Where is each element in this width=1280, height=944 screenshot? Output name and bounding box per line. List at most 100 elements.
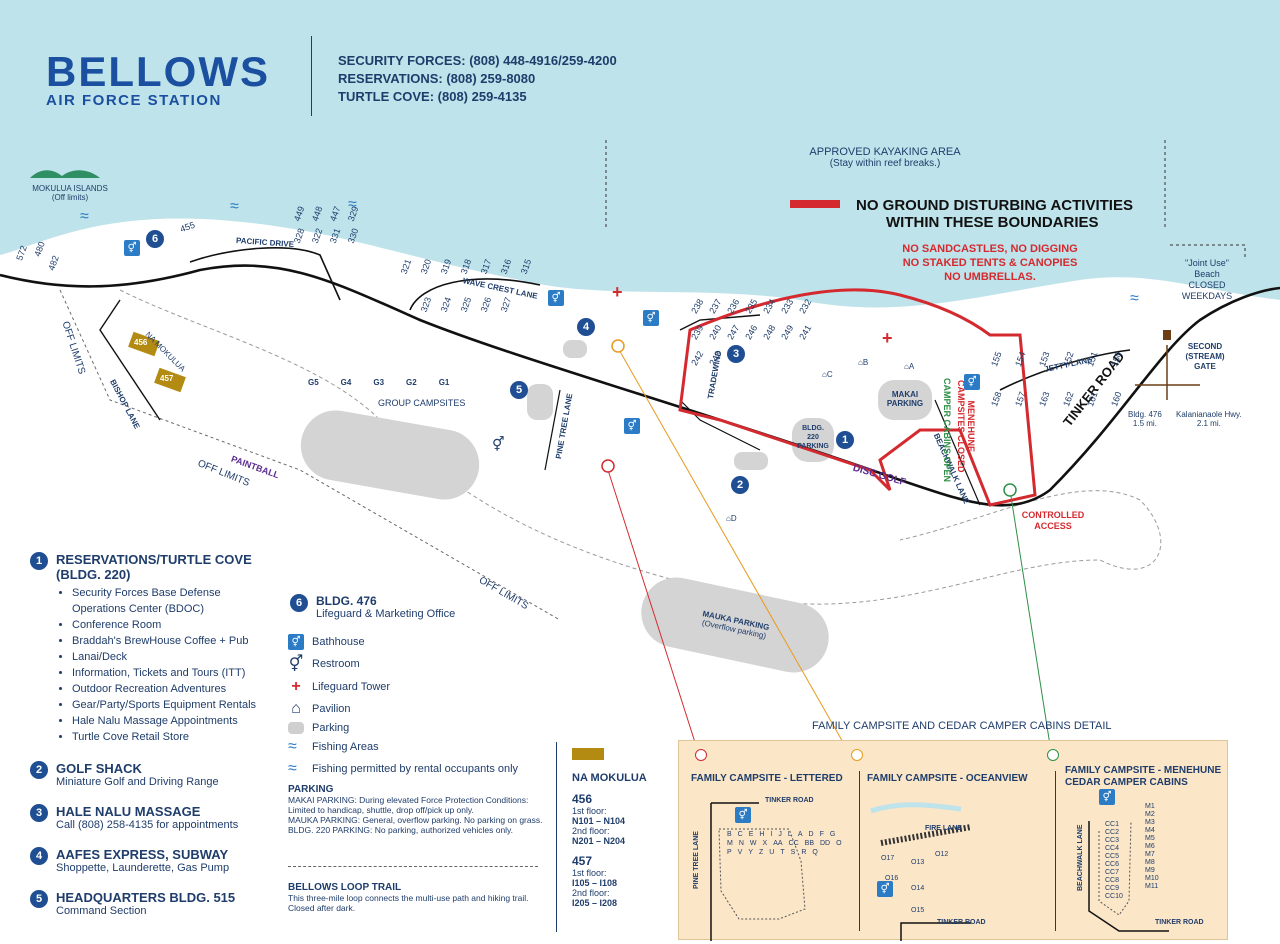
second-gate-marker <box>1163 330 1171 340</box>
buildings-center: 238 237 236 235 234 233 232 239 240 247 … <box>689 297 814 368</box>
parking-icon <box>288 722 304 734</box>
site-o12[interactable]: O12 <box>935 851 949 858</box>
site-o14[interactable]: O14 <box>911 885 925 892</box>
pavilion-c[interactable]: ⌂C <box>822 370 833 379</box>
road <box>679 314 761 331</box>
legend-main: 1 RESERVATIONS/TURTLE COVE (BLDG. 220) S… <box>30 552 290 917</box>
lifeguard-tower-icon: + <box>882 328 893 348</box>
symbol-legend: ⚥Bathhouse ⚥Restroom +Lifeguard Tower ⌂P… <box>288 634 519 777</box>
parking-lot <box>641 577 829 673</box>
leader-line-orange <box>617 347 853 759</box>
contact-list: SECURITY FORCES: (808) 448-4916/259-4200… <box>338 52 617 106</box>
site-o13[interactable]: O13 <box>911 859 925 866</box>
second-gate-label: SECOND (STREAM) GATE <box>1185 342 1225 371</box>
campsite-g4[interactable]: G4 <box>340 378 352 387</box>
road <box>934 399 981 506</box>
detail-fire-lane: FIRE LANE <box>925 825 962 832</box>
restroom-icon: ⚥ <box>288 656 304 673</box>
ocean <box>0 0 1280 308</box>
lifeguard-tower-icon: + <box>291 678 301 695</box>
detail-menehune: FAMILY CAMPSITE - MENEHUNE CEDAR CAMPER … <box>1047 741 1229 941</box>
map-marker-6[interactable]: 6 <box>146 230 164 248</box>
campsite-g3[interactable]: G3 <box>373 378 385 387</box>
restroom-icon[interactable]: ⚥ <box>492 436 505 452</box>
detail-beachwalk-lane: BEACHWALK LANE <box>1077 824 1084 892</box>
campsite-g5[interactable]: G5 <box>308 378 319 387</box>
fishing-rental-icon: ≈ <box>288 760 297 777</box>
parking-lot <box>792 418 834 462</box>
bathhouse-icon[interactable]: ⚥ <box>964 374 980 390</box>
campsite-g1[interactable]: G1 <box>438 378 450 387</box>
legend-badge-4: 4 <box>30 847 48 865</box>
legend-item-4: 4 AAFES EXPRESS, SUBWAY Shoppette, Laund… <box>30 847 290 874</box>
bathhouse-icon[interactable]: ⚥ <box>624 418 640 434</box>
marker-green <box>1003 483 1017 497</box>
lifeguard-tower-icon: + <box>612 282 623 302</box>
leader-line-green <box>1009 489 1053 759</box>
campsite-g2[interactable]: G2 <box>406 378 417 387</box>
parking-lot <box>527 384 553 420</box>
controlled-access-label: CONTROLLED ACCESS <box>1021 510 1085 531</box>
bathhouse-icon[interactable]: ⚥ <box>548 290 564 306</box>
bldg-456 <box>128 331 160 357</box>
map-marker-1[interactable]: 1 <box>836 431 854 449</box>
bathhouse-icon[interactable]: ⚥ <box>124 240 140 256</box>
legend-divider <box>288 866 538 867</box>
road <box>544 389 561 471</box>
kalanianaole-direction: Kalanianaole Hwy. 2.1 mi. <box>1176 410 1242 428</box>
buildings-east: 155 154 153 152 151 150 158 157 163 162 … <box>989 350 1124 408</box>
fishing-area-icon: ≈ <box>1130 290 1139 307</box>
no-dig-title: NO GROUND DISTURBING ACTIVITIES WITHIN T… <box>856 197 1133 231</box>
marker-orange <box>851 749 863 761</box>
no-dig-boundary <box>678 288 1037 507</box>
site-o17[interactable]: O17 <box>881 855 895 862</box>
pavilion-b[interactable]: ⌂B <box>858 358 869 367</box>
off-limits-line <box>59 289 561 621</box>
bathhouse-icon: ⚥ <box>877 881 893 897</box>
marker-red <box>695 749 707 761</box>
no-dig-rules: NO SANDCASTLES, NO DIGGING NO STAKED TEN… <box>902 243 1078 283</box>
road <box>679 399 761 451</box>
marker-green <box>1047 749 1059 761</box>
na-mokulua-legend: NA MOKULUA 456 1st floor: N101 – N104 2n… <box>572 748 652 908</box>
mokulua-islands <box>30 170 100 178</box>
legend-badge-6: 6 <box>290 594 308 612</box>
joint-use-bracket <box>1170 244 1246 260</box>
detail-title: FAMILY CAMPSITE AND CEDAR CAMPER CABINS … <box>812 720 1112 732</box>
legend-title-1: RESERVATIONS/TURTLE COVE (BLDG. 220) <box>56 552 252 582</box>
brand-subtitle: AIR FORCE STATION <box>46 92 222 109</box>
cabins-open-label: CAMPER CABINS OPEN <box>942 378 952 483</box>
fishing-area-icon: ≈ <box>288 738 297 755</box>
brand-logo: BELLOWS AIR FORCE STATION <box>46 48 286 109</box>
map-marker-2[interactable]: 2 <box>731 476 749 494</box>
brand-title: BELLOWS <box>46 48 270 95</box>
legend-vertical-divider <box>556 742 557 932</box>
detail-panel: FAMILY CAMPSITE - LETTERED TINKER ROAD P… <box>678 740 1229 941</box>
site-o15[interactable]: O15 <box>911 907 925 914</box>
legend-item-2: 2 GOLF SHACK Miniature Golf and Driving … <box>30 761 290 788</box>
makai-parking-label: MAKAI PARKING <box>886 390 924 408</box>
detail-divider <box>1055 771 1056 931</box>
map-marker-3[interactable]: 3 <box>727 345 745 363</box>
road <box>189 247 341 301</box>
fishing-area-icon: ≈ <box>348 196 357 213</box>
contact-security: SECURITY FORCES: (808) 448-4916/259-4200 <box>338 53 617 68</box>
map-marker-5[interactable]: 5 <box>510 381 528 399</box>
pavilion-d[interactable]: ⌂D <box>726 514 737 523</box>
group-campsites-sites: G5 G4 G3 G2 G1 <box>308 378 449 387</box>
parking-lot <box>300 410 480 500</box>
loop-trail-notes: BELLOWS LOOP TRAIL This three-mile loop … <box>288 882 529 913</box>
bathhouse-icon[interactable]: ⚥ <box>643 310 659 326</box>
map-marker-4[interactable]: 4 <box>577 318 595 336</box>
detail-pine-tree-lane: PINE TREE LANE <box>693 831 700 889</box>
site-o16[interactable]: O16 <box>885 875 899 882</box>
bldg-456-label: 456 <box>134 338 148 347</box>
legend-sublist-1: Security Forces Base Defense Operations … <box>56 585 290 745</box>
pavilion-a[interactable]: ⌂A <box>904 362 915 371</box>
detail-oceanview: FAMILY CAMPSITE - OCEANVIEW FIRE LANE TI… <box>851 741 1051 941</box>
contact-reservations: RESERVATIONS: (808) 259-8080 <box>338 71 536 86</box>
